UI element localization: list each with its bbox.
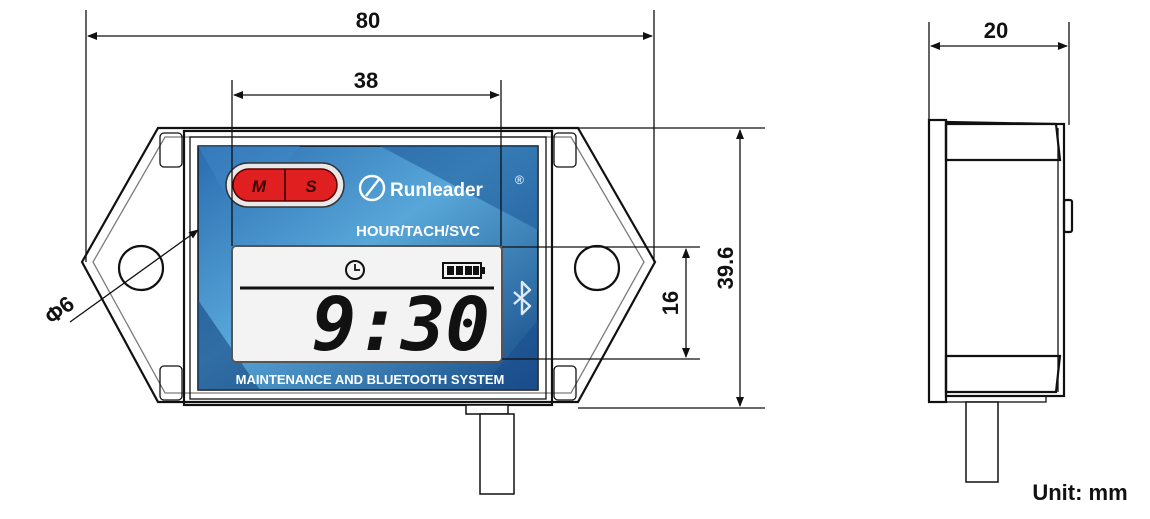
side-cable (965, 401, 999, 483)
battery-icon (442, 262, 485, 279)
corner-tab (553, 132, 577, 168)
cable-gland (465, 404, 509, 415)
side-button (1062, 198, 1074, 234)
bluetooth-icon (513, 280, 532, 316)
s-button-label: S (305, 177, 317, 196)
dim-mount-hole: Φ6 (40, 291, 79, 329)
runleader-logo-icon (358, 174, 386, 202)
mount-hole-left (117, 244, 165, 292)
mount-hole-right (573, 244, 621, 292)
m-button-label: M (252, 177, 267, 196)
lcd-display (231, 245, 503, 363)
front-view: M S Runleader ® HOUR/TACH/SVC 9:30 (80, 126, 657, 495)
meter-housing (182, 129, 554, 407)
cable (479, 413, 515, 495)
lcd-time: 9:30 (312, 282, 490, 368)
registered-mark: ® (515, 173, 524, 187)
dim-overall-width: 80 (356, 8, 380, 33)
dim-screen-width: 38 (354, 68, 378, 93)
dim-depth: 20 (984, 18, 1008, 43)
side-view (927, 22, 1074, 483)
corner-tab (159, 132, 183, 168)
model-line: HOUR/TACH/SVC (356, 223, 480, 240)
brand-name: Runleader (390, 180, 484, 201)
clock-icon (345, 260, 365, 280)
dim-overall-height: 39.6 (713, 247, 738, 290)
footer-text: MAINTENANCE AND BLUETOOTH SYSTEM (236, 372, 505, 387)
dimension-lines (69, 10, 765, 409)
dim-lcd-height: 16 (658, 291, 683, 315)
side-front-bezel (927, 118, 948, 404)
corner-tab (553, 365, 577, 401)
unit-label: Unit: mm (1032, 480, 1127, 505)
corner-tab (159, 365, 183, 401)
